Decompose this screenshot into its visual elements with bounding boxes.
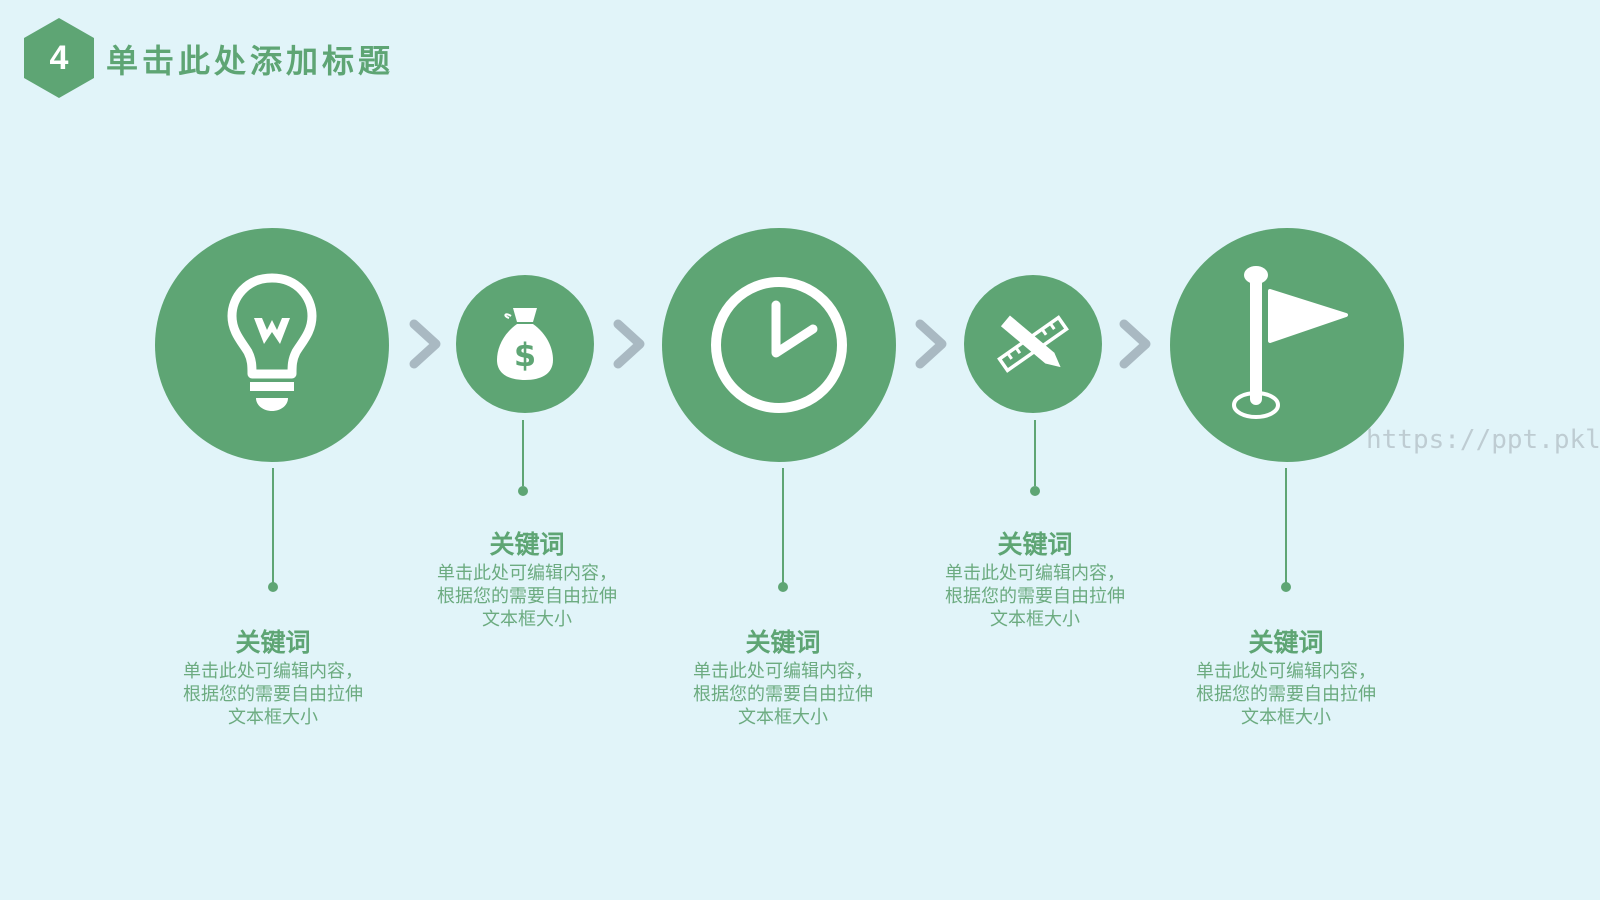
chevron-right-icon [1119, 319, 1151, 369]
step-1-label[interactable]: 关键词 单击此处可编辑内容， 根据您的需要自由拉伸 文本框大小 [153, 626, 393, 729]
step-1-keyword: 关键词 [235, 628, 311, 657]
connector-dot [518, 486, 528, 496]
step-2-desc-line1: 单击此处可编辑内容， [437, 563, 617, 584]
step-1-circle [155, 228, 389, 462]
section-number: 4 [49, 38, 69, 77]
flag-icon [1232, 266, 1348, 419]
step-3-keyword: 关键词 [745, 628, 821, 657]
step-2-label[interactable]: 关键词 单击此处可编辑内容， 根据您的需要自由拉伸 文本框大小 [407, 528, 647, 631]
chevron-right-icon [915, 319, 947, 369]
connector-line [782, 468, 784, 584]
step-1-desc-line3: 文本框大小 [228, 707, 318, 728]
step-3-label[interactable]: 关键词 单击此处可编辑内容， 根据您的需要自由拉伸 文本框大小 [663, 626, 903, 729]
connector-dot [778, 582, 788, 592]
clock-icon [711, 277, 847, 413]
step-5-label[interactable]: 关键词 单击此处可编辑内容， 根据您的需要自由拉伸 文本框大小 [1166, 626, 1406, 729]
step-4-circle [964, 275, 1102, 413]
step-1-desc-line1: 单击此处可编辑内容， [183, 661, 363, 682]
step-4-desc-line3: 文本框大小 [990, 609, 1080, 630]
connector-dot [1030, 486, 1040, 496]
chevron-right-icon [613, 319, 645, 369]
step-5-circle [1170, 228, 1404, 462]
connector-dot [1281, 582, 1291, 592]
step-4-keyword: 关键词 [997, 530, 1073, 559]
step-4-desc-line1: 单击此处可编辑内容， [945, 563, 1125, 584]
step-5-desc-line3: 文本框大小 [1241, 707, 1331, 728]
step-2-desc-line3: 文本框大小 [482, 609, 572, 630]
step-3-desc-line3: 文本框大小 [738, 707, 828, 728]
step-4-desc-line2: 根据您的需要自由拉伸 [945, 586, 1125, 607]
step-2-keyword: 关键词 [489, 530, 565, 559]
step-5-desc-line1: 单击此处可编辑内容， [1196, 661, 1376, 682]
watermark: https://ppt.pkll.de [1366, 425, 1600, 455]
lightbulb-icon [227, 273, 317, 411]
page-title[interactable]: 单击此处添加标题 [106, 42, 395, 80]
step-3-circle [662, 228, 896, 462]
step-2-circle: $ [456, 275, 594, 413]
ruler-pencil-icon [997, 315, 1069, 373]
connector-line [272, 468, 274, 584]
step-5-keyword: 关键词 [1248, 628, 1324, 657]
connector-line [1034, 420, 1036, 486]
step-1-desc-line2: 根据您的需要自由拉伸 [183, 684, 363, 705]
section-number-badge: 4 [24, 18, 94, 98]
connector-line [1285, 468, 1287, 584]
step-2-desc-line2: 根据您的需要自由拉伸 [437, 586, 617, 607]
step-3-desc-line2: 根据您的需要自由拉伸 [693, 684, 873, 705]
chevron-right-icon [409, 319, 441, 369]
step-4-label[interactable]: 关键词 单击此处可编辑内容， 根据您的需要自由拉伸 文本框大小 [915, 528, 1155, 631]
svg-text:$: $ [514, 336, 536, 374]
connector-line [522, 420, 524, 486]
step-3-desc-line1: 单击此处可编辑内容， [693, 661, 873, 682]
step-5-desc-line2: 根据您的需要自由拉伸 [1196, 684, 1376, 705]
money-bag-icon: $ [497, 308, 553, 380]
connector-dot [268, 582, 278, 592]
